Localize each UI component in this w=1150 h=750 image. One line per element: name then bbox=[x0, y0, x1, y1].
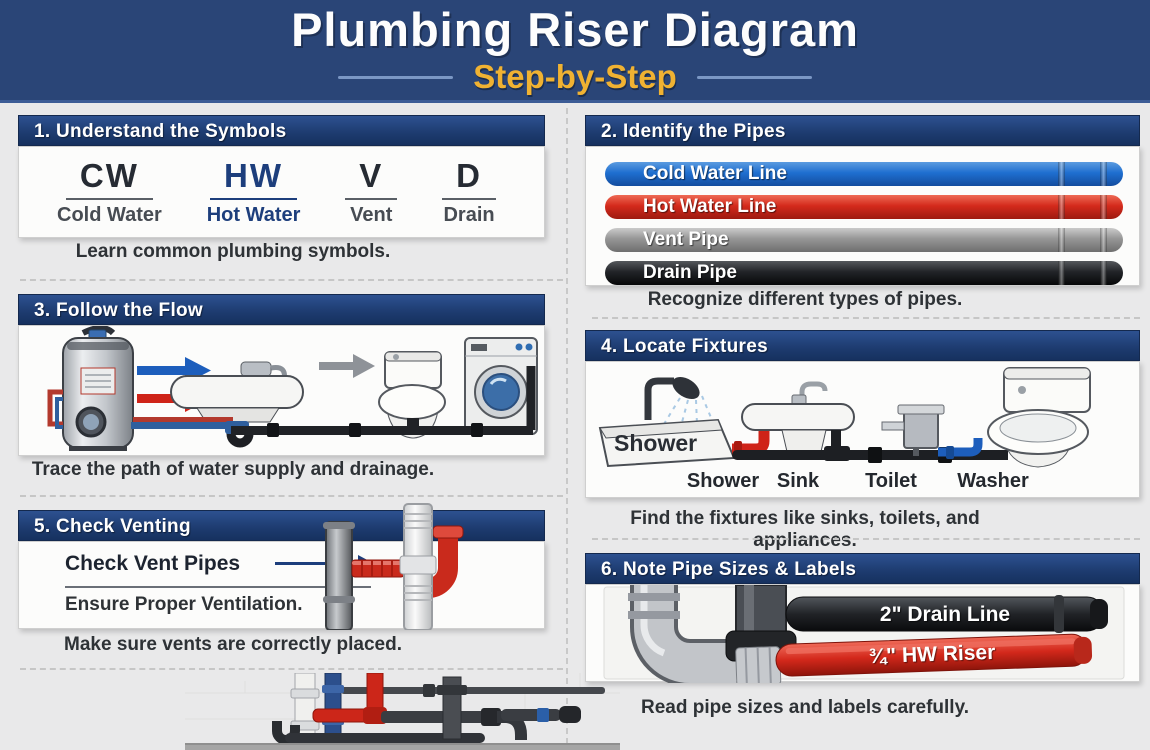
vent-pipe-label: Vent Pipe bbox=[643, 229, 729, 250]
drain-piping-illustration bbox=[131, 366, 536, 437]
step2-caption: Recognize different types of pipes. bbox=[647, 289, 963, 310]
step6-header: 6. Note Pipe Sizes & Labels bbox=[585, 553, 1140, 584]
hot-water-pipe: Hot Water Line bbox=[605, 195, 1123, 219]
symbol-cold-water: CW Cold Water bbox=[57, 157, 162, 227]
divider bbox=[20, 279, 563, 281]
step2-panel: Cold Water Line Hot Water Line Vent Pipe… bbox=[585, 146, 1140, 286]
washer-illustration bbox=[464, 337, 538, 435]
toilet-illustration bbox=[378, 351, 446, 439]
page-subtitle: Step-by-Step bbox=[473, 58, 677, 95]
symbol-drain: D Drain bbox=[442, 157, 496, 227]
step6-caption: Read pipe sizes and labels carefully. bbox=[640, 697, 970, 718]
step1-header: 1. Understand the Symbols bbox=[18, 115, 545, 146]
symbol-d-label: Drain bbox=[443, 204, 495, 226]
step4-caption: Find the fixtures like sinks, toilets, a… bbox=[630, 508, 980, 551]
step3-panel bbox=[18, 325, 545, 456]
symbol-cw-abbr: CW bbox=[65, 157, 153, 200]
header-banner: Plumbing Riser Diagram Step-by-Step bbox=[0, 0, 1150, 103]
drain-line-pipe bbox=[785, 595, 1108, 633]
fixture-label-shower: Shower bbox=[686, 470, 760, 492]
check-vent-pipes-label: Check Vent Pipes bbox=[65, 552, 241, 575]
shower-illustration bbox=[598, 376, 736, 468]
fixture-label-toilet: Toilet bbox=[865, 470, 917, 492]
hot-water-pipe-label: Hot Water Line bbox=[643, 196, 777, 217]
shower-tray-label: Shower bbox=[614, 430, 698, 456]
symbol-hw-label: Hot Water bbox=[206, 204, 301, 226]
step3-title: 3. Follow the Flow bbox=[34, 300, 204, 321]
sink-illustration bbox=[170, 361, 304, 448]
step2-header: 2. Identify the Pipes bbox=[585, 115, 1140, 146]
pipe-legend: Cold Water Line Hot Water Line Vent Pipe… bbox=[586, 147, 1139, 285]
subtitle-row: Step-by-Step bbox=[0, 58, 1150, 96]
divider bbox=[20, 668, 563, 670]
step4-panel: Shower Shower Sink Toilet Washer bbox=[585, 361, 1140, 498]
symbol-cw-label: Cold Water bbox=[57, 204, 162, 226]
subtitle-line-right bbox=[696, 75, 812, 79]
drain-pipe: Drain Pipe bbox=[605, 261, 1123, 285]
step1-panel: CW Cold Water HW Hot Water V Vent D Drai… bbox=[18, 146, 545, 238]
page-title: Plumbing Riser Diagram bbox=[291, 3, 859, 56]
water-heater-illustration bbox=[47, 325, 134, 451]
cold-water-pipe: Cold Water Line bbox=[605, 162, 1123, 186]
flow-illustration bbox=[47, 325, 538, 451]
step3-header: 3. Follow the Flow bbox=[18, 294, 545, 325]
symbol-hw-abbr: HW bbox=[210, 157, 298, 200]
cold-water-pipe-label: Cold Water Line bbox=[643, 163, 787, 184]
valve-illustration bbox=[881, 404, 945, 456]
divider bbox=[592, 538, 1140, 540]
drain-line-size-label: 2" Drain Line bbox=[879, 603, 1011, 626]
subtitle-line-left bbox=[338, 75, 454, 79]
hw-riser-pipe bbox=[735, 633, 1093, 683]
step6-title: 6. Note Pipe Sizes & Labels bbox=[601, 559, 857, 580]
silver-elbow-illustration bbox=[628, 585, 736, 683]
cold-supply-pipe-illustration bbox=[938, 438, 983, 459]
vent-pipes-illustration bbox=[323, 503, 464, 630]
fixtures-illustration bbox=[598, 367, 1091, 468]
symbol-v-label: Vent bbox=[350, 204, 393, 226]
rule-line bbox=[65, 586, 371, 588]
drain-pipe-label: Drain Pipe bbox=[643, 262, 737, 283]
riser-pipes-illustration bbox=[185, 673, 620, 750]
step4-title: 4. Locate Fixtures bbox=[601, 336, 768, 357]
ventilation-note: Ensure Proper Ventilation. bbox=[65, 594, 303, 615]
symbol-vent: V Vent bbox=[345, 157, 398, 227]
step5-title: 5. Check Venting bbox=[34, 516, 191, 537]
symbol-v-abbr: V bbox=[345, 157, 398, 200]
toilet-illustration bbox=[987, 367, 1091, 468]
step6-panel: 2" Drain Line ¾" HW Riser bbox=[585, 584, 1140, 683]
divider bbox=[20, 495, 563, 497]
fixture-label-washer: Washer bbox=[957, 470, 1029, 492]
pipe-sizes-illustration bbox=[603, 585, 1125, 683]
vent-pipe: Vent Pipe bbox=[605, 228, 1123, 252]
step3-caption: Trace the path of water supply and drain… bbox=[31, 459, 435, 480]
step1-caption: Learn common plumbing symbols. bbox=[75, 241, 391, 262]
fixture-label-sink: Sink bbox=[776, 470, 820, 492]
flow-arrow-icon bbox=[319, 354, 375, 378]
step2-title: 2. Identify the Pipes bbox=[601, 121, 786, 142]
column-divider bbox=[566, 108, 568, 744]
divider bbox=[592, 317, 1140, 319]
step4-header: 4. Locate Fixtures bbox=[585, 330, 1140, 361]
step5-caption: Make sure vents are correctly placed. bbox=[64, 634, 402, 655]
symbol-hot-water: HW Hot Water bbox=[207, 157, 301, 227]
step1-title: 1. Understand the Symbols bbox=[34, 121, 287, 142]
symbol-d-abbr: D bbox=[442, 157, 496, 200]
symbol-row: CW Cold Water HW Hot Water V Vent D Drai… bbox=[19, 147, 544, 227]
